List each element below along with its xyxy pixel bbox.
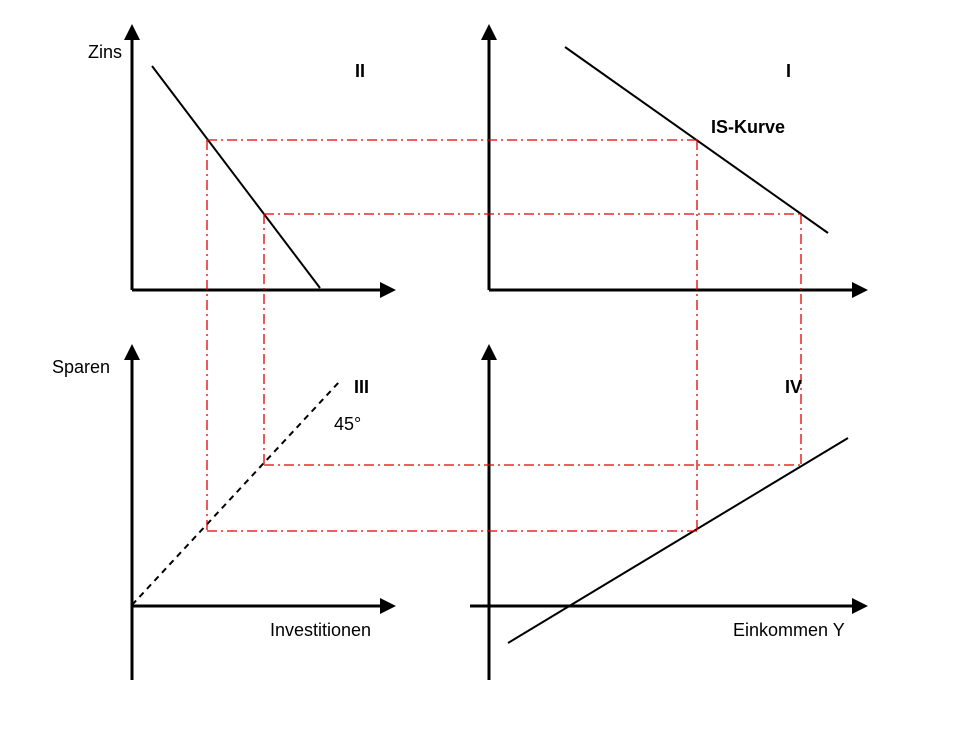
quadrant-4-axes: [470, 344, 868, 680]
quadrant-2-axes: [124, 24, 396, 298]
savings-function-line: [507, 437, 849, 644]
q2-x-arrow: [380, 282, 396, 298]
q1-y-arrow: [481, 24, 497, 40]
q3-x-arrow: [380, 598, 396, 614]
quadrant-3-label: III: [354, 377, 369, 397]
q1-x-arrow: [852, 282, 868, 298]
quadrant-2-label: II: [355, 61, 365, 81]
construction-guides: [206, 139, 802, 532]
q4-y-arrow: [481, 344, 497, 360]
quadrant-3-axes: [124, 344, 396, 680]
zins-label: Zins: [88, 42, 122, 62]
angle-label: 45°: [334, 414, 361, 434]
q2-y-arrow: [124, 24, 140, 40]
quadrant-1-axes: [481, 24, 868, 298]
investitionen-label: Investitionen: [270, 620, 371, 640]
sparen-label: Sparen: [52, 357, 110, 377]
q3-y-arrow: [124, 344, 140, 360]
quadrant-4-label: IV: [785, 377, 802, 397]
is-curve-label: IS-Kurve: [711, 117, 785, 137]
einkommen-label: Einkommen Y: [733, 620, 845, 640]
quadrant-1-label: I: [786, 61, 791, 81]
investment-demand-curve: [151, 65, 321, 289]
45-degree-line: [131, 380, 341, 606]
q4-x-arrow: [852, 598, 868, 614]
